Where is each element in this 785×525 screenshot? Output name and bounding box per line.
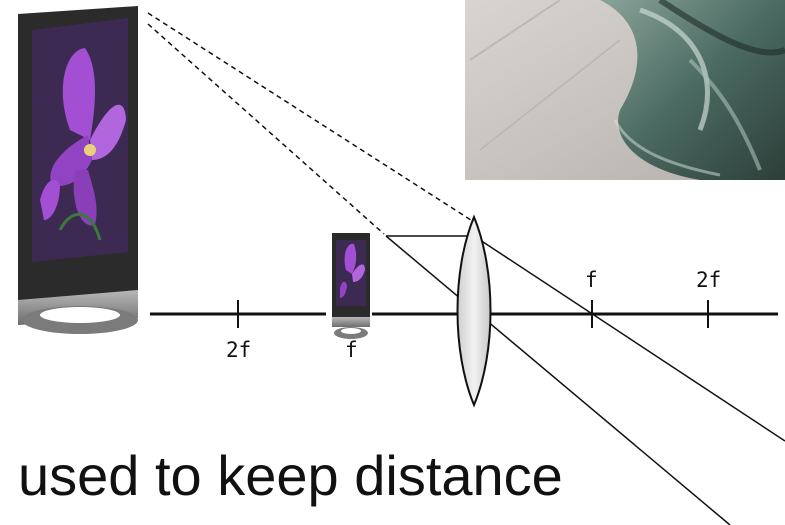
virtual-rays: [147, 12, 475, 235]
center-ray: [385, 235, 731, 525]
label-2f-right: 2f: [696, 268, 722, 292]
focal-ray: [473, 235, 785, 442]
refracted-rays: [385, 235, 785, 525]
label-2f-left: 2f: [226, 338, 252, 362]
virtual-image-monitor: [18, 6, 138, 334]
optical-axis: [150, 300, 778, 328]
label-f-left: f: [345, 338, 358, 362]
convex-lens: [456, 214, 492, 408]
caption-text: used to keep distance: [18, 444, 563, 507]
label-f-right: f: [585, 268, 598, 292]
object-monitor: [332, 233, 370, 339]
glass-sculpture-photo: [465, 0, 785, 180]
